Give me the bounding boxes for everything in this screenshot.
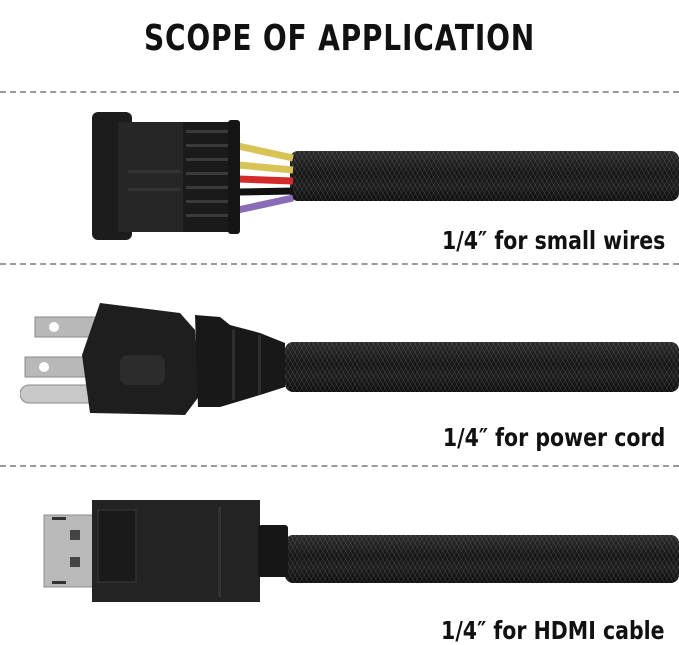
power-plug-icon	[20, 303, 285, 415]
caption-small-wires: 1/4″ for small wires	[441, 226, 665, 255]
caption-power-cord: 1/4″ for power cord	[442, 423, 665, 452]
caption-hdmi-cable: 1/4″ for HDMI cable	[441, 616, 665, 645]
divider	[0, 91, 679, 93]
hdmi-connector-icon	[43, 500, 288, 602]
page-title: SCOPE OF APPLICATION	[143, 18, 536, 59]
braided-sleeve	[285, 535, 679, 583]
divider	[0, 465, 679, 467]
braided-sleeve	[285, 342, 679, 392]
wire-connector-icon	[92, 112, 294, 240]
braided-sleeve	[290, 151, 679, 201]
divider	[0, 263, 679, 265]
